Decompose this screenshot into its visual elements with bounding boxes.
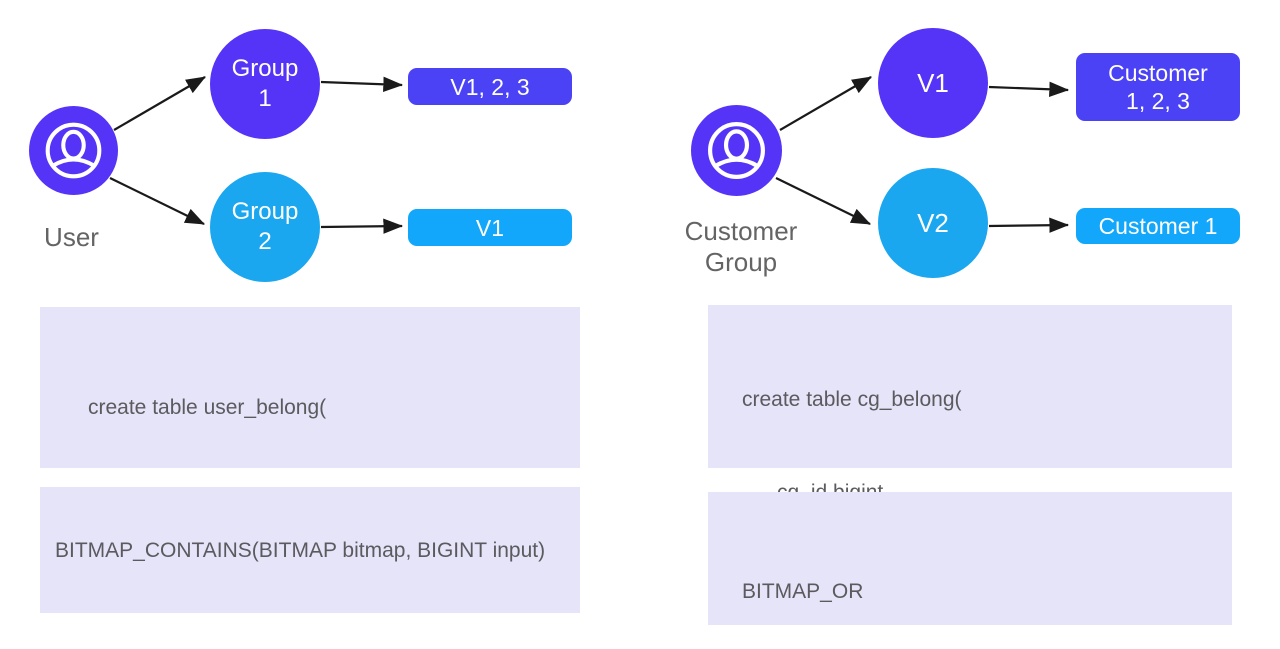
customers-pill-123-line1: Customer: [1108, 60, 1208, 86]
arrow-user-to-group1: [113, 76, 206, 131]
customer-group-label-line1: Customer: [684, 216, 798, 246]
user-avatar-node: [29, 106, 118, 195]
arrow-group2-to-v1: [320, 218, 404, 234]
versions-pill-v123: V1, 2, 3: [408, 68, 572, 105]
versions-pill-v1-label: V1: [475, 214, 505, 241]
bitmap-functions-block: BITMAP_OR BITMAP_INTERSECT BITMAP_XOR: [708, 492, 1232, 625]
cg-belong-ddl-block: create table cg_belong( cg_id bigint, cg…: [708, 305, 1232, 597]
user-avatar-icon: [45, 122, 102, 179]
group1-label-line2: 1: [258, 85, 272, 112]
customer-group-label-line2: Group: [704, 247, 778, 277]
versions-pill-v123-label: V1, 2, 3: [450, 73, 530, 100]
v1-node: V1: [878, 28, 988, 138]
v1-node-label: V1: [917, 68, 949, 98]
v2-node-label: V2: [917, 208, 949, 238]
user-avatar-icon: [708, 122, 765, 179]
arrow-cg-to-v1: [779, 76, 872, 131]
arrow-v2-to-customer1: [988, 217, 1070, 233]
code-line: BITMAP_CONTAINS(BITMAP bitmap, BIGINT in…: [55, 538, 546, 562]
customers-pill-123: Customer 1, 2, 3: [1076, 53, 1240, 121]
customer-group-label: Customer Group: [666, 216, 816, 278]
code-line: create table user_belong(: [88, 396, 327, 419]
arrow-v1-to-customer123: [988, 81, 1070, 97]
group1-label-line1: Group: [231, 55, 299, 82]
code-line: BITMAP_OR: [742, 580, 864, 603]
versions-pill-v1: V1: [408, 209, 572, 246]
group2-node: Group 2: [210, 172, 320, 282]
bitmap-contains-block: BITMAP_CONTAINS(BITMAP bitmap, BIGINT in…: [40, 487, 580, 613]
customers-pill-1-label: Customer 1: [1098, 213, 1218, 239]
user-belong-ddl-block: create table user_belong( user_id varcha…: [40, 307, 580, 605]
customer-group-avatar-node: [691, 105, 782, 196]
user-label: User: [44, 222, 99, 252]
group1-node: Group 1: [210, 29, 320, 139]
code-line: create table cg_belong(: [742, 388, 962, 411]
v2-node: V2: [878, 168, 988, 278]
arrow-user-to-group2: [109, 177, 205, 225]
group2-label-line2: 2: [258, 228, 272, 255]
group2-label-line1: Group: [231, 198, 299, 225]
customers-pill-123-line2: 1, 2, 3: [1126, 88, 1190, 114]
arrow-group1-to-v123: [320, 76, 404, 93]
customers-pill-1: Customer 1: [1076, 208, 1240, 244]
